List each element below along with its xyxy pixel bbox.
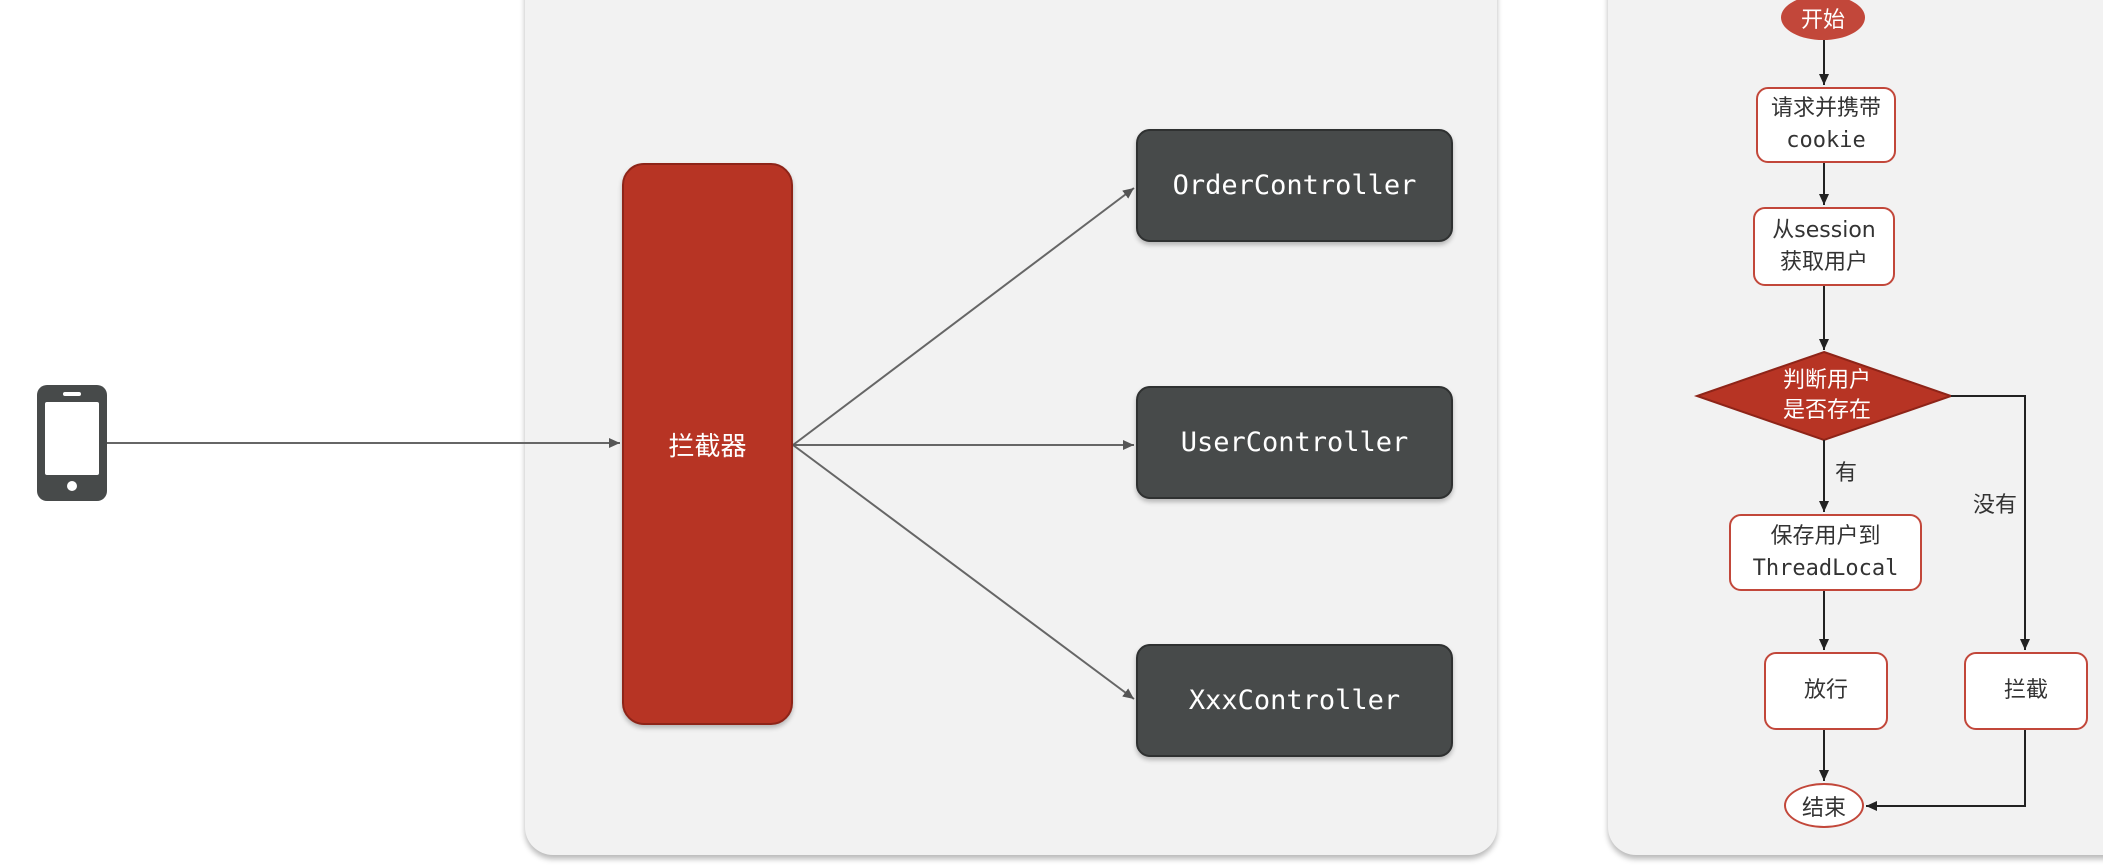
flow-decision-to-block bbox=[1951, 395, 2030, 650]
flow-decision-line-1: 判断用户 bbox=[1782, 368, 1871, 393]
xxx-controller-label: XxxController bbox=[1188, 685, 1401, 716]
flow-session-line-2: 获取用户 bbox=[1779, 249, 1868, 275]
flow-save-line-1: 保存用户到 bbox=[1770, 523, 1881, 549]
flow-save-node: 保存用户到 ThreadLocal bbox=[1729, 514, 1922, 591]
flow-session-line-1: 从session bbox=[1772, 217, 1876, 243]
flow-end-node: 结束 bbox=[1784, 783, 1864, 828]
flow-save-line-2: ThreadLocal bbox=[1752, 555, 1899, 581]
flow-end-label: 结束 bbox=[1801, 795, 1846, 821]
flow-decision-node: 判断用户 是否存在 bbox=[1738, 363, 1916, 429]
flow-yes-label: 有 bbox=[1835, 461, 1858, 486]
smartphone-icon bbox=[37, 385, 107, 501]
flow-session-node: 从session 获取用户 bbox=[1753, 207, 1895, 286]
order-controller-label: OrderController bbox=[1172, 170, 1417, 201]
user-controller-label: UserController bbox=[1180, 427, 1409, 458]
flow-start-label: 开始 bbox=[1800, 7, 1845, 33]
flow-request-node: 请求并携带 cookie bbox=[1756, 87, 1896, 163]
flow-no-label: 没有 bbox=[1973, 493, 2018, 518]
flow-block-node: 拦截 bbox=[1964, 652, 2088, 730]
arrow-to-order-controller bbox=[792, 187, 1135, 446]
flow-decision-line-2: 是否存在 bbox=[1782, 398, 1871, 423]
interceptor-label: 拦截器 bbox=[668, 431, 747, 462]
flow-release-label: 放行 bbox=[1803, 678, 1848, 703]
flow-block-to-end bbox=[1866, 730, 2026, 811]
flow-start-node: 开始 bbox=[1781, 0, 1865, 40]
user-controller-box: UserController bbox=[1136, 386, 1453, 499]
flow-block-label: 拦截 bbox=[2003, 678, 2048, 703]
xxx-controller-box: XxxController bbox=[1136, 644, 1453, 757]
flow-release-node: 放行 bbox=[1764, 652, 1888, 730]
arrow-to-xxx-controller bbox=[792, 444, 1135, 700]
interceptor-box: 拦截器 bbox=[622, 163, 793, 725]
flow-request-line-2: cookie bbox=[1786, 128, 1866, 153]
order-controller-box: OrderController bbox=[1136, 129, 1453, 242]
flow-request-line-1: 请求并携带 bbox=[1770, 96, 1881, 121]
